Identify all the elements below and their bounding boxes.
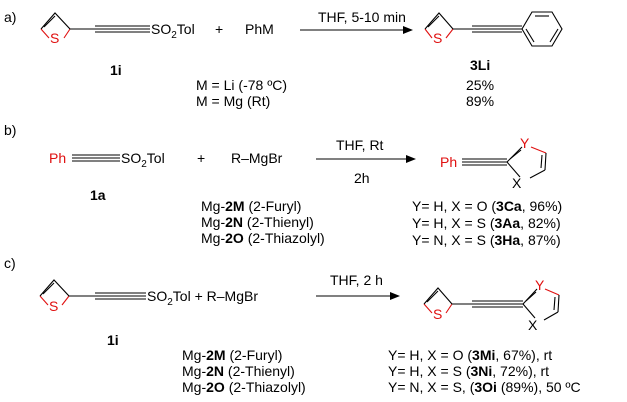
grignard-2n: Mg-2N (2-Thienyl): [182, 363, 295, 379]
reaction-conditions-bottom: 2h: [354, 170, 370, 186]
ring-double-bond: [426, 290, 439, 303]
grignard-2m: Mg-2M (2-Furyl): [201, 198, 301, 214]
reaction-conditions: THF, 2 h: [330, 272, 383, 288]
product-3aa: Y= H, X = S (3Aa, 82%): [412, 215, 561, 231]
ring-double-bond: [43, 15, 56, 28]
yield-row-li: 25%: [466, 77, 494, 93]
compound-label-3li: 3Li: [470, 57, 490, 73]
ring-bond: [424, 28, 433, 39]
condition-row-mg: M = Mg (Rt): [196, 93, 270, 109]
ring-bond: [39, 279, 70, 297]
ring-atom-y: Y: [535, 277, 545, 293]
alkyne-triple-bond: [472, 25, 522, 33]
ring-bond: [39, 295, 49, 306]
thiophene-ring-product-a: S: [424, 12, 472, 46]
product-3ni: Y= H, X = S (3Ni, 72%), rt: [388, 363, 549, 379]
plus-sign: +: [197, 150, 205, 166]
reagent-phm: PhM: [245, 21, 274, 37]
ring-bond: [445, 303, 453, 314]
alkyne-triple-bond: [462, 158, 507, 166]
grignard-2m: Mg-2M (2-Furyl): [182, 347, 282, 363]
arrow-head: [406, 155, 416, 163]
ring-bond: [63, 28, 71, 39]
compound-label-1a: 1a: [90, 187, 106, 203]
compound-label-1i: 1i: [110, 62, 122, 78]
heteroaryl-ring-product-c: Y X: [522, 277, 560, 333]
ring-atom-x: X: [528, 317, 538, 333]
ring-bond: [40, 12, 71, 30]
ring-bond: [40, 28, 50, 39]
grignard-2o: Mg-2O (2-Thiazolyl): [201, 230, 325, 246]
grignard-2n: Mg-2N (2-Thienyl): [201, 214, 314, 230]
phenyl-group: Ph: [440, 154, 457, 170]
heteroaryl-ring-product-b: Y X: [506, 135, 547, 191]
ring-bond: [445, 28, 454, 39]
phenyl-group: Ph: [49, 150, 66, 166]
plus-sign: +: [215, 21, 223, 37]
sulfonyl-group: SO2Tol: [121, 150, 165, 170]
scheme-b: b) Ph SO2Tol + R–MgBr 1a THF, Rt 2h Ph: [4, 122, 562, 248]
arrow-head: [390, 292, 400, 300]
product-3oi: Y= N, X = S, (3Oi (89%), 50 ºC: [388, 379, 581, 395]
ring-bond: [424, 12, 454, 30]
thiophene-ring-product-c: S: [423, 287, 472, 322]
ring-double-bond: [42, 282, 55, 295]
sulfonyl-group-and-rmgbr: SO2Tol + R–MgBr: [147, 288, 258, 308]
product-3ca: Y= H, X = O (3Ca, 96%): [412, 198, 562, 214]
alkyne-triple-bond: [72, 154, 120, 162]
alkyne-triple-bond: [95, 292, 146, 300]
scheme-c-label: c): [4, 255, 16, 271]
scheme-b-label: b): [4, 122, 16, 138]
alkyne-triple-bond: [95, 25, 150, 33]
product-3ha: Y= N, X = S (3Ha, 87%): [412, 232, 561, 248]
arrow-head: [403, 26, 413, 34]
reaction-conditions: THF, 5-10 min: [318, 9, 406, 25]
yield-row-mg: 89%: [466, 93, 494, 109]
ring-bond: [423, 287, 453, 305]
sulfonyl-group: SO2Tol: [151, 21, 195, 41]
compound-label-1i: 1i: [107, 332, 119, 348]
scheme-a-label: a): [4, 9, 16, 25]
reagent-rmgbr: R–MgBr: [231, 150, 283, 166]
sulfur-atom: S: [433, 306, 442, 322]
ring-bond: [423, 303, 433, 314]
grignard-2o: Mg-2O (2-Thiazolyl): [182, 379, 306, 395]
scheme-c: c) S SO2Tol + R–MgBr 1i THF, 2 h S: [4, 255, 581, 395]
alkyne-triple-bond: [472, 300, 523, 308]
benzene-ring: [521, 11, 563, 47]
reaction-conditions-top: THF, Rt: [336, 137, 384, 153]
product-3mi: Y= H, X = O (3Mi, 67%), rt: [388, 347, 552, 363]
sulfur-atom: S: [433, 30, 442, 46]
ring-atom-y: Y: [520, 135, 530, 151]
sulfur-atom: S: [49, 298, 58, 314]
ring-bond: [61, 295, 70, 306]
thiophene-ring-reagent-c: S: [39, 279, 95, 314]
ring-atom-x: X: [512, 175, 522, 191]
thiophene-ring-reagent-a: S: [40, 12, 95, 46]
scheme-a: a) S SO2Tol + PhM 1i THF, 5-10 min: [4, 9, 563, 109]
condition-row-li: M = Li (-78 ºC): [196, 77, 287, 93]
ring-double-bond: [427, 15, 440, 28]
sulfur-atom: S: [50, 30, 59, 46]
